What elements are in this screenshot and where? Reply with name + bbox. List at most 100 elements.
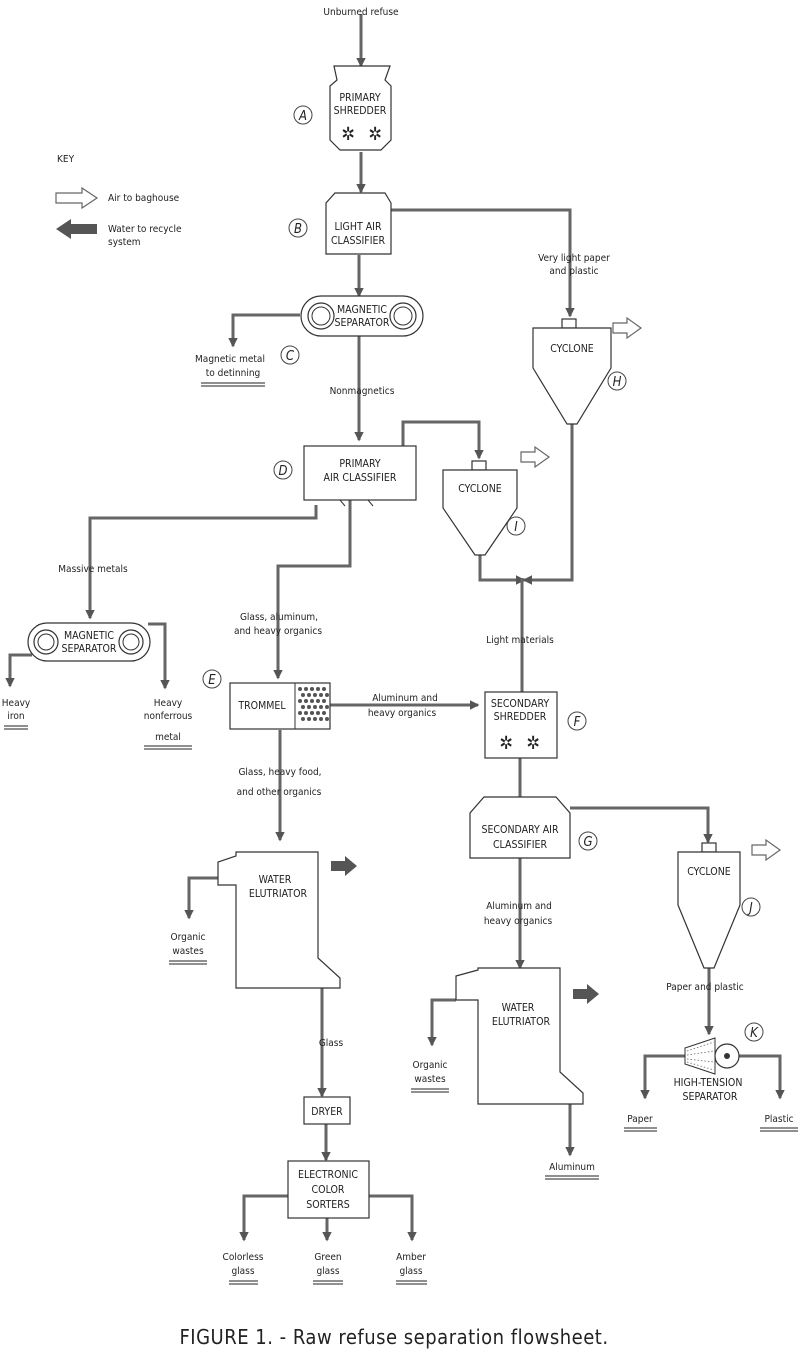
stream-glass-food: Glass, heavy food, [238, 767, 321, 778]
flow-lines [5, 14, 785, 1242]
stream-paper-plastic: Paper and plastic [666, 982, 744, 993]
cyclone-h: CYCLONE [532, 316, 643, 425]
svg-text:WATER: WATER [502, 1002, 535, 1014]
unit-letter-g: G [583, 835, 592, 850]
rotor-icon: ✲ [526, 733, 540, 754]
svg-text:and other organics: and other organics [237, 787, 322, 798]
svg-text:ELUTRIATOR: ELUTRIATOR [249, 888, 308, 900]
stream-heavy-nonferrous: Heavy [154, 698, 183, 709]
unit-letter-e: E [208, 673, 216, 688]
svg-text:LIGHT AIR: LIGHT AIR [334, 221, 381, 233]
svg-text:and heavy organics: and heavy organics [234, 626, 322, 637]
secondary-shredder: SECONDARY SHREDDER ✲ ✲ [484, 691, 558, 759]
stream-aluminum-heavy: Aluminum and [372, 693, 438, 704]
stream-very-light: Very light paper [538, 253, 610, 264]
primary-air-classifier: PRIMARY AIR CLASSIFIER [303, 445, 417, 507]
svg-text:iron: iron [7, 711, 24, 722]
svg-text:SORTERS: SORTERS [306, 1199, 350, 1211]
magnetic-separator-1: MAGNETIC SEPARATOR [300, 295, 424, 337]
screen-mesh-icon [298, 687, 329, 721]
unit-letter-b: B [294, 222, 302, 237]
svg-text:nonferrous: nonferrous [144, 711, 193, 722]
unit-letter-k: K [750, 1026, 759, 1041]
svg-text:ELUTRIATOR: ELUTRIATOR [492, 1016, 551, 1028]
svg-text:SHREDDER: SHREDDER [334, 105, 387, 117]
stream-massive-metals: Massive metals [58, 564, 128, 575]
high-tension-separator: HIGH-TENSION SEPARATOR [674, 1037, 743, 1103]
svg-text:SECONDARY AIR: SECONDARY AIR [481, 824, 559, 836]
svg-text:SEPARATOR: SEPARATOR [62, 643, 117, 655]
water-elutriator-2: WATER ELUTRIATOR [455, 967, 599, 1105]
legend-water-label-2: system [108, 237, 141, 248]
air-arrow-icon [55, 186, 99, 210]
stream-nonmagnetics: Nonmagnetics [330, 386, 395, 397]
unit-letter-j: J [747, 901, 753, 916]
air-arrow-icon [751, 838, 782, 862]
unit-letter-h: H [613, 375, 622, 390]
stream-glass-aluminum: Glass, aluminum, [240, 612, 318, 623]
svg-text:SEPARATOR: SEPARATOR [683, 1091, 738, 1103]
stream-organic-wastes-1: Organic [171, 932, 206, 943]
svg-text:SEPARATOR: SEPARATOR [335, 317, 390, 329]
svg-text:CLASSIFIER: CLASSIFIER [493, 839, 548, 851]
unit-letter-d: D [278, 464, 287, 479]
svg-text:CYCLONE: CYCLONE [550, 343, 594, 355]
primary-shredder: PRIMARY SHREDDER ✲ ✲ [329, 65, 392, 151]
stream-aluminum-heavy-b: Aluminum and [486, 901, 552, 912]
unit-letter-a: A [298, 109, 307, 124]
water-elutriator-1: WATER ELUTRIATOR [217, 851, 357, 989]
figure-caption: FIGURE 1. - Raw refuse separation flowsh… [179, 1325, 608, 1349]
rotor-icon: ✲ [341, 124, 355, 145]
svg-text:CYCLONE: CYCLONE [687, 866, 731, 878]
svg-text:to detinning: to detinning [206, 368, 260, 379]
svg-text:PRIMARY: PRIMARY [339, 92, 381, 104]
svg-text:wastes: wastes [172, 946, 204, 957]
rotor-icon: ✲ [368, 124, 382, 145]
stream-heavy-iron: Heavy [2, 698, 31, 709]
input-label: Unburned refuse [323, 7, 399, 18]
unit-letter-i: I [514, 520, 518, 535]
water-arrow-icon [573, 984, 599, 1004]
water-arrow-icon [56, 219, 97, 239]
cyclone-j: CYCLONE [677, 838, 782, 969]
stream-amber-glass: Amber [396, 1252, 426, 1263]
legend-water-label: Water to recycle [108, 224, 182, 235]
air-arrow-icon [612, 316, 643, 340]
legend: KEY Air to baghouse Water to recycle sys… [55, 154, 182, 248]
svg-text:MAGNETIC: MAGNETIC [64, 630, 114, 642]
legend-air-label: Air to baghouse [108, 193, 180, 204]
svg-text:wastes: wastes [414, 1074, 446, 1085]
secondary-air-classifier: SECONDARY AIR CLASSIFIER [469, 796, 571, 859]
svg-text:HIGH-TENSION: HIGH-TENSION [674, 1077, 743, 1089]
svg-text:ELECTRONIC: ELECTRONIC [298, 1169, 358, 1181]
light-air-classifier: LIGHT AIR CLASSIFIER [325, 192, 392, 255]
legend-title: KEY [57, 154, 75, 165]
svg-text:heavy organics: heavy organics [484, 916, 553, 927]
air-arrow-icon [520, 445, 551, 469]
stream-magnetic-metal: Magnetic metal [195, 354, 265, 365]
stream-organic-wastes-2: Organic [413, 1060, 448, 1071]
water-arrow-icon [331, 856, 357, 876]
stream-plastic: Plastic [764, 1114, 793, 1125]
stream-paper: Paper [627, 1114, 653, 1125]
svg-text:heavy organics: heavy organics [368, 708, 437, 719]
svg-text:SHREDDER: SHREDDER [494, 711, 547, 723]
dryer: DRYER [303, 1096, 351, 1125]
svg-text:COLOR: COLOR [312, 1184, 345, 1196]
svg-text:DRYER: DRYER [311, 1106, 343, 1118]
svg-text:TROMMEL: TROMMEL [237, 700, 286, 712]
stream-aluminum: Aluminum [549, 1162, 595, 1173]
svg-text:MAGNETIC: MAGNETIC [337, 304, 387, 316]
svg-text:CLASSIFIER: CLASSIFIER [331, 235, 386, 247]
svg-text:and plastic: and plastic [549, 266, 598, 277]
stream-colorless-glass: Colorless [223, 1252, 264, 1263]
stream-green-glass: Green [314, 1252, 341, 1263]
trommel: TROMMEL [229, 682, 331, 730]
cyclone-i: CYCLONE [442, 445, 551, 556]
svg-text:glass: glass [231, 1266, 254, 1277]
svg-text:AIR CLASSIFIER: AIR CLASSIFIER [324, 472, 397, 484]
svg-text:SECONDARY: SECONDARY [491, 698, 550, 710]
stream-light-materials: Light materials [486, 635, 554, 646]
